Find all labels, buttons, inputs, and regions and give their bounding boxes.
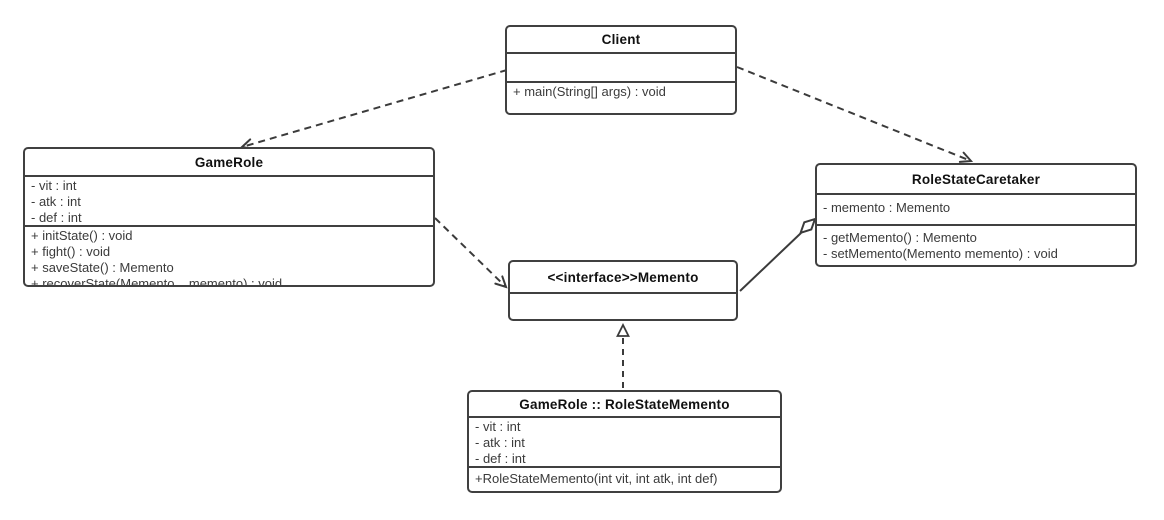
method-label: + main(String[] args) : void — [513, 84, 666, 99]
attribute-label: - atk : int — [31, 194, 81, 209]
class-title-caretaker: RoleStateCaretaker — [911, 171, 1041, 187]
dependency-arrow-client-gamerole — [239, 69, 508, 151]
aggregation-link-caretaker-memento — [739, 217, 817, 292]
class-title-gamerole: GameRole — [194, 154, 264, 170]
class-attributes-client — [507, 52, 735, 81]
class-methods-caretaker: - getMemento() : Memento - setMemento(Me… — [817, 224, 1135, 265]
aggregation-line — [739, 232, 802, 292]
class-box-memento-interface: <<interface>>Memento — [508, 260, 738, 321]
attribute-label: - vit : int — [475, 419, 521, 434]
attribute-label: - def : int — [31, 210, 82, 225]
method-label: + initState() : void — [31, 228, 133, 243]
dependency-arrow-gamerole-memento — [434, 217, 508, 289]
method-label: + recoverState(Memento memento) : void — [31, 276, 283, 285]
method-label: +RoleStateMemento(int vit, int atk, int … — [475, 471, 718, 486]
dependency-arrow-client-caretaker — [736, 66, 974, 163]
class-title-memento-interface: <<interface>>Memento — [547, 269, 699, 285]
attribute-label: - memento : Memento — [823, 200, 951, 215]
class-attributes-rolestatememento: - vit : int - atk : int - def : int — [469, 416, 780, 466]
attribute-label: - atk : int — [475, 435, 525, 450]
class-title-rolestatememento: GameRole :: RoleStateMemento — [519, 396, 730, 412]
class-box-caretaker: RoleStateCaretaker - memento : Memento -… — [815, 163, 1137, 267]
method-label: + saveState() : Memento — [31, 260, 174, 275]
class-body-memento-interface — [510, 292, 736, 319]
method-label: - getMemento() : Memento — [823, 230, 977, 245]
class-title-client: Client — [601, 32, 641, 47]
class-box-gamerole: GameRole - vit : int - atk : int - def :… — [23, 147, 435, 287]
class-box-rolestatememento: GameRole :: RoleStateMemento - vit : int… — [467, 390, 782, 493]
class-methods-client: + main(String[] args) : void — [507, 81, 735, 113]
class-box-client: Client + main(String[] args) : void — [505, 25, 737, 115]
method-label: + fight() : void — [31, 244, 111, 259]
attribute-label: - vit : int — [31, 178, 77, 193]
class-attributes-gamerole: - vit : int - atk : int - def : int — [25, 175, 433, 225]
attribute-label: - def : int — [475, 451, 526, 466]
hollow-diamond-icon — [798, 217, 817, 235]
class-methods-rolestatememento: +RoleStateMemento(int vit, int atk, int … — [469, 466, 780, 491]
class-methods-gamerole: + initState() : void + fight() : void + … — [25, 225, 433, 285]
method-label: - setMemento(Memento memento) : void — [823, 246, 1058, 261]
class-attributes-caretaker: - memento : Memento — [817, 193, 1135, 224]
